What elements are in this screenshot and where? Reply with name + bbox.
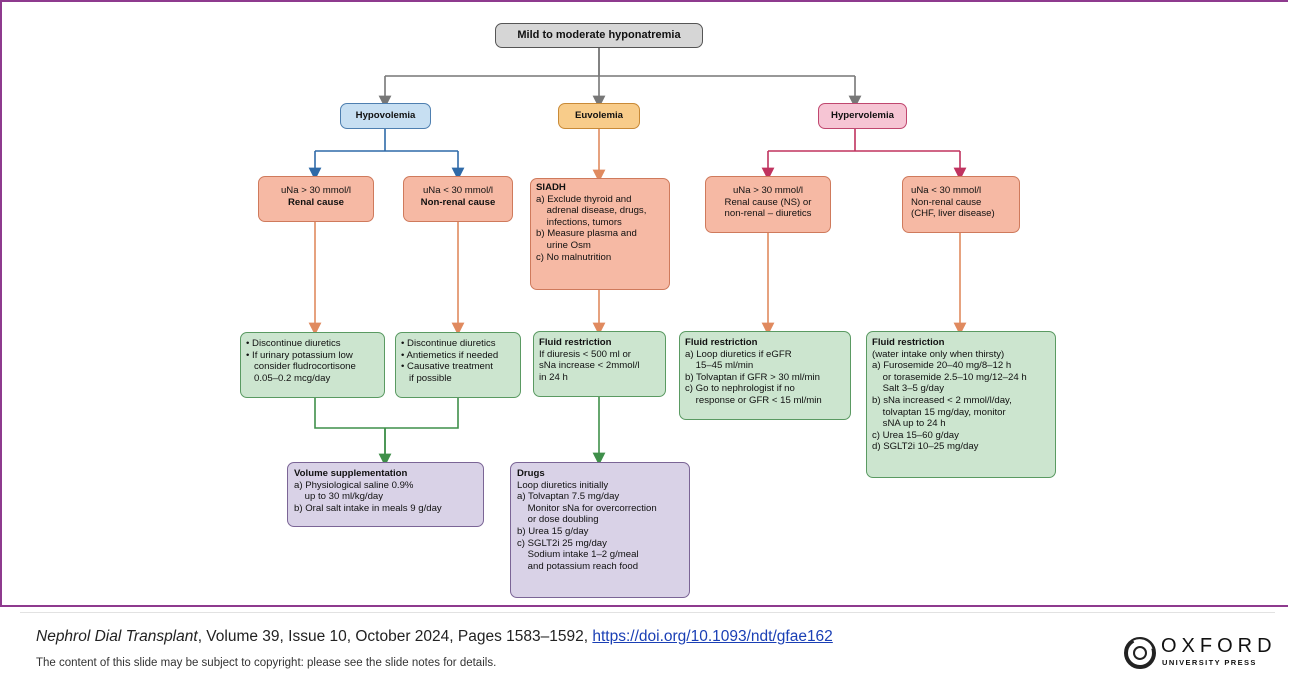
fluid-line: If diuresis < 500 ml or — [539, 348, 631, 360]
drugs-line: Loop diuretics initially — [517, 479, 609, 491]
nonrenal-line-1: uNa < 30 mmol/l — [422, 185, 494, 196]
siadh-line: adrenal disease, drugs, — [536, 205, 647, 217]
hypo-nonrenal-treatment: • Discontinue diuretics • Antiemetics if… — [395, 332, 521, 398]
drugs-line: c) SGLT2i 25 mg/day — [517, 537, 607, 549]
citation: Nephrol Dial Transplant, Volume 39, Issu… — [36, 628, 833, 646]
fluid-line: sNA up to 24 h — [872, 418, 946, 430]
hyper-renal-fluid-restriction: Fluid restriction a) Loop diuretics if e… — [679, 331, 851, 420]
treatment-line: • Causative treatment — [401, 361, 493, 373]
volume-line: a) Physiological saline 0.9% — [294, 479, 414, 491]
drugs-line: b) Urea 15 g/day — [517, 525, 589, 537]
hypo-renal-treatment: • Discontinue diuretics • If urinary pot… — [240, 332, 385, 398]
drugs-line: Sodium intake 1–2 g/meal — [517, 549, 639, 561]
drugs-title: Drugs — [517, 468, 545, 479]
citation-details: , Volume 39, Issue 10, October 2024, Pag… — [197, 628, 593, 645]
hyper-renal-line: non-renal – diuretics — [724, 208, 812, 220]
siadh-line: infections, tumors — [536, 216, 622, 228]
hyper-nonrenal-node: uNa < 30 mmol/l Non-renal cause (CHF, li… — [902, 176, 1020, 233]
fluid-title: Fluid restriction — [872, 337, 945, 348]
treatment-line: • Discontinue diuretics — [246, 338, 341, 349]
drugs-line: and potassium reach food — [517, 560, 639, 572]
fluid-line: or torasemide 2.5–10 mg/12–24 h — [872, 371, 1027, 383]
renal-cause-node: uNa > 30 mmol/l Renal cause — [258, 176, 374, 222]
treatment-line: 0.05–0.2 mcg/day — [246, 372, 331, 384]
hypervolemia-node: Hypervolemia — [818, 103, 907, 129]
oxford-emblem-icon — [1124, 637, 1156, 669]
nonrenal-line-2: Non-renal cause — [420, 196, 496, 208]
hypovolemia-node: Hypovolemia — [340, 103, 431, 129]
oxford-subtitle: UNIVERSITY PRESS — [1162, 658, 1257, 667]
renal-line-2: Renal cause — [288, 196, 344, 208]
fluid-line: c) Go to nephrologist if no — [685, 383, 795, 395]
fluid-line: Salt 3–5 g/day — [872, 383, 944, 395]
hyper-nonrenal-line: uNa < 30 mmol/l — [911, 185, 982, 196]
fluid-line: b) sNa increased < 2 mmol/l/day, — [872, 394, 1012, 406]
fluid-line: tolvaptan 15 mg/day, monitor — [872, 406, 1006, 418]
fluid-line: (water intake only when thirsty) — [872, 348, 1005, 360]
fluid-line: b) Tolvaptan if GFR > 30 ml/min — [685, 371, 820, 383]
drugs-line: Monitor sNa for overcorrection — [517, 502, 657, 514]
siadh-line: c) No malnutrition — [536, 251, 612, 263]
fluid-line: c) Urea 15–60 g/day — [872, 429, 959, 441]
treatment-line: • If urinary potassium low — [246, 349, 353, 361]
citation-journal: Nephrol Dial Transplant — [36, 628, 198, 645]
treatment-line: • Discontinue diuretics — [401, 338, 496, 349]
oxford-logo: OXFORD UNIVERSITY PRESS — [1121, 633, 1281, 673]
fluid-title: Fluid restriction — [685, 337, 758, 348]
connector-lines — [308, 48, 967, 467]
hyper-nonrenal-line: Non-renal cause — [911, 196, 982, 208]
hyper-nonrenal-fluid-restriction: Fluid restriction (water intake only whe… — [866, 331, 1056, 478]
fluid-line: d) SGLT2i 10–25 mg/day — [872, 441, 979, 453]
treatment-line: • Antiemetics if needed — [401, 349, 499, 361]
fluid-line: 15–45 ml/min — [685, 360, 754, 372]
volume-line: up to 30 ml/kg/day — [294, 491, 384, 503]
volume-line: b) Oral salt intake in meals 9 g/day — [294, 502, 442, 514]
siadh-title: SIADH — [536, 182, 566, 193]
treatment-line: consider fludrocortisone — [246, 361, 356, 373]
hyper-renal-line: uNa > 30 mmol/l — [732, 185, 804, 196]
drugs-line: a) Tolvaptan 7.5 mg/day — [517, 491, 620, 503]
treatment-line: if possible — [401, 372, 452, 384]
euvolemia-node: Euvolemia — [558, 103, 640, 129]
nonrenal-cause-node: uNa < 30 mmol/l Non-renal cause — [403, 176, 513, 222]
copyright-note: The content of this slide may be subject… — [36, 657, 497, 669]
renal-line-1: uNa > 30 mmol/l — [280, 185, 352, 196]
oxford-wordmark: OXFORD — [1161, 635, 1277, 657]
fluid-line: sNa increase < 2mmol/l — [539, 360, 640, 372]
fluid-title: Fluid restriction — [539, 337, 612, 348]
hyper-nonrenal-line: (CHF, liver disease) — [911, 208, 995, 220]
fluid-line: a) Furosemide 20–40 mg/8–12 h — [872, 360, 1012, 372]
siadh-node: SIADH a) Exclude thyroid and adrenal dis… — [530, 178, 670, 290]
drugs-node: Drugs Loop diuretics initially a) Tolvap… — [510, 462, 690, 598]
slide-frame — [0, 0, 1288, 607]
hyper-renal-line: Renal cause (NS) or — [724, 196, 812, 208]
root-node: Mild to moderate hyponatremia — [495, 23, 703, 48]
hyper-renal-node: uNa > 30 mmol/l Renal cause (NS) or non-… — [705, 176, 831, 233]
volume-title: Volume supplementation — [294, 468, 408, 479]
siadh-line: a) Exclude thyroid and — [536, 193, 632, 205]
siadh-line: b) Measure plasma and — [536, 228, 637, 240]
fluid-line: response or GFR < 15 ml/min — [685, 394, 822, 406]
divider — [20, 612, 1275, 613]
euvolemia-fluid-restriction: Fluid restriction If diuresis < 500 ml o… — [533, 331, 666, 397]
doi-link[interactable]: https://doi.org/10.1093/ndt/gfae162 — [592, 628, 833, 645]
fluid-line: in 24 h — [539, 371, 568, 383]
siadh-line: urine Osm — [536, 239, 591, 251]
drugs-line: or dose doubling — [517, 514, 599, 526]
fluid-line: a) Loop diuretics if eGFR — [685, 348, 792, 360]
volume-supplementation-node: Volume supplementation a) Physiological … — [287, 462, 484, 527]
